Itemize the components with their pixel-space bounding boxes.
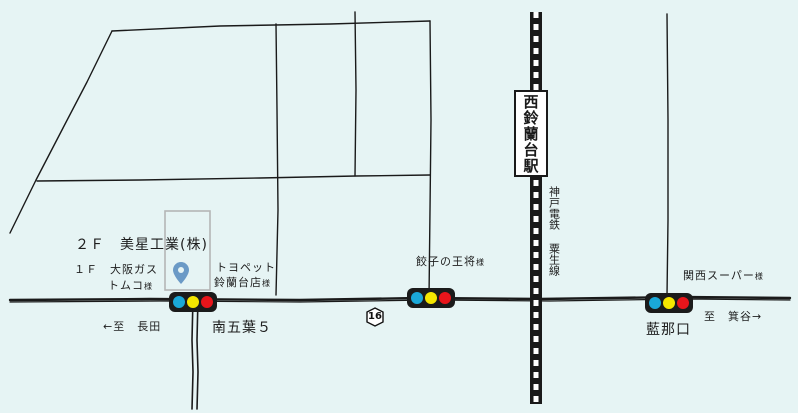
lamp-yellow [425, 292, 437, 304]
route-number: 16 [368, 311, 382, 322]
lamp-blue [411, 292, 423, 304]
lamp-yellow [187, 296, 199, 308]
street-right-vertical [428, 20, 432, 299]
street-center-vertical [354, 11, 357, 177]
label-company-1f-2: トムコ様 [108, 279, 152, 292]
railway-track [530, 12, 542, 404]
lamp-red [201, 296, 213, 308]
lamp-yellow [663, 297, 675, 309]
lamp-blue [649, 297, 661, 309]
cross-street [191, 297, 199, 410]
minor-streets [9, 11, 669, 299]
label-toyopet-2: 鈴蘭台店様 [214, 276, 270, 289]
route-hexagon-badge: 16 [365, 307, 385, 327]
street-left-vertical [275, 23, 279, 296]
street-mid [36, 174, 431, 182]
label-to-mino: 至 箕谷→ [704, 310, 763, 323]
lamp-blue [173, 296, 185, 308]
traffic-light-aina-guchi [645, 293, 693, 313]
label-aina-guchi: 藍那口 [646, 322, 691, 338]
label-kansai-super: 関西スーパー様 [683, 269, 763, 282]
street-diagonal [9, 30, 113, 234]
label-minami-goyou: 南五葉５ [212, 320, 272, 336]
label-company-2f: ２Ｆ 美星工業(株) [75, 237, 208, 253]
traffic-light-minami-goyou [169, 292, 217, 312]
label-gyoza: 餃子の王将様 [416, 255, 484, 268]
label-company-1f: １Ｆ 大阪ガス [74, 263, 158, 276]
street-top [111, 20, 431, 32]
rail-line-label-2: 粟生線 [547, 243, 561, 276]
building-outline [164, 210, 211, 291]
street-east-vertical [666, 13, 669, 297]
lamp-red [677, 297, 689, 309]
label-toyopet: トヨペット [216, 261, 276, 274]
location-pin-icon [173, 262, 189, 284]
station-box: 西鈴蘭台駅 [514, 90, 548, 177]
traffic-light-gyoza [407, 288, 455, 308]
station-name: 西鈴蘭台駅 [521, 93, 540, 174]
label-to-nagata: ←至 長田 [103, 320, 162, 333]
rail-line-label-1: 神戸電鉄 [547, 186, 561, 230]
lamp-red [439, 292, 451, 304]
